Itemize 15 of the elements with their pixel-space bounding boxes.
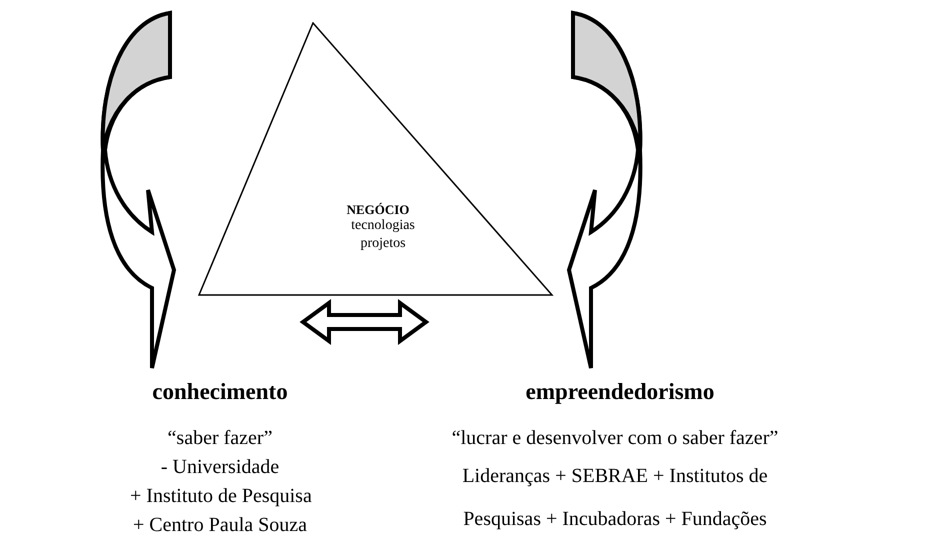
curved-arrow — [567, 11, 642, 370]
node-text: “saber fazer” — [166, 426, 274, 450]
node-text: projetos — [359, 235, 407, 252]
node-text: + Instituto de Pesquisa — [130, 484, 310, 508]
double-arrow — [300, 299, 430, 345]
node-text: Lideranças + SEBRAE + Institutos de Pesquisas + Incubadoras + Fundações — [461, 464, 769, 532]
triangle-shape — [198, 22, 554, 296]
curved-arrow — [100, 11, 176, 370]
node-text: tecnologias — [350, 217, 416, 234]
node-text: “lucrar e desenvolver com o saber fazer” — [450, 426, 780, 450]
node-title: conhecimento — [151, 378, 289, 406]
node-text: - Universidade — [160, 455, 280, 479]
node-title: NEGÓCIO — [346, 202, 410, 218]
node-text: + Centro Paula Souza — [132, 513, 308, 537]
node-title: empreendedorismo — [524, 378, 716, 406]
